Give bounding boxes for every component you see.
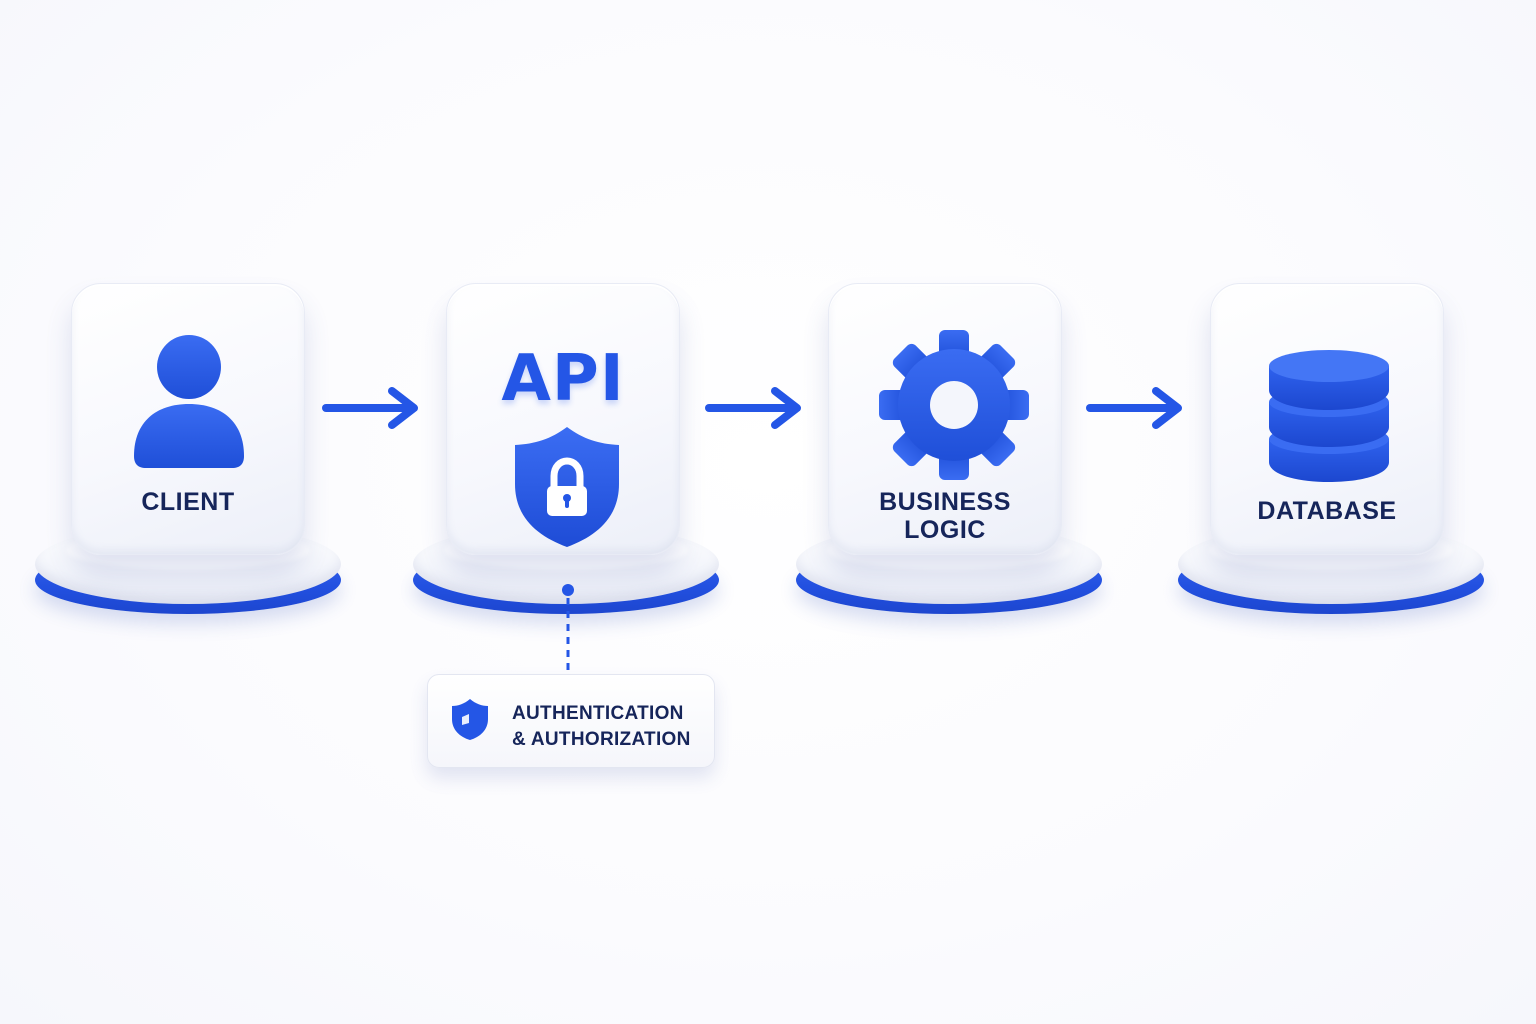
- user-icon: [134, 335, 244, 468]
- shield-lock-icon: [515, 427, 619, 547]
- callout-line1: AUTHENTICATION: [512, 703, 684, 724]
- arrow-right-icon: [705, 387, 801, 429]
- connector-dashed-line: [562, 584, 574, 674]
- callout-text: AUTHENTICATION & AUTHORIZATION: [512, 701, 691, 753]
- node-business-logic: BUSINESS LOGIC: [828, 283, 1062, 555]
- node-label-line1: BUSINESS: [879, 488, 1011, 516]
- node-database: DATABASE: [1210, 283, 1444, 555]
- auth-callout: AUTHENTICATION & AUTHORIZATION: [427, 674, 715, 768]
- node-api: API: [446, 283, 680, 555]
- node-label: CLIENT: [141, 488, 235, 516]
- arrow-right-icon: [1086, 387, 1182, 429]
- arrow-right-icon: [322, 387, 418, 429]
- node-label-line2: LOGIC: [904, 516, 986, 544]
- shield-icon: [452, 699, 488, 740]
- gear-icon: [879, 330, 1029, 480]
- callout-line2: & AUTHORIZATION: [512, 729, 691, 750]
- node-label: DATABASE: [1257, 497, 1397, 525]
- api-title: API: [501, 342, 625, 416]
- node-client: CLIENT: [71, 283, 305, 555]
- database-icon: [1269, 350, 1389, 482]
